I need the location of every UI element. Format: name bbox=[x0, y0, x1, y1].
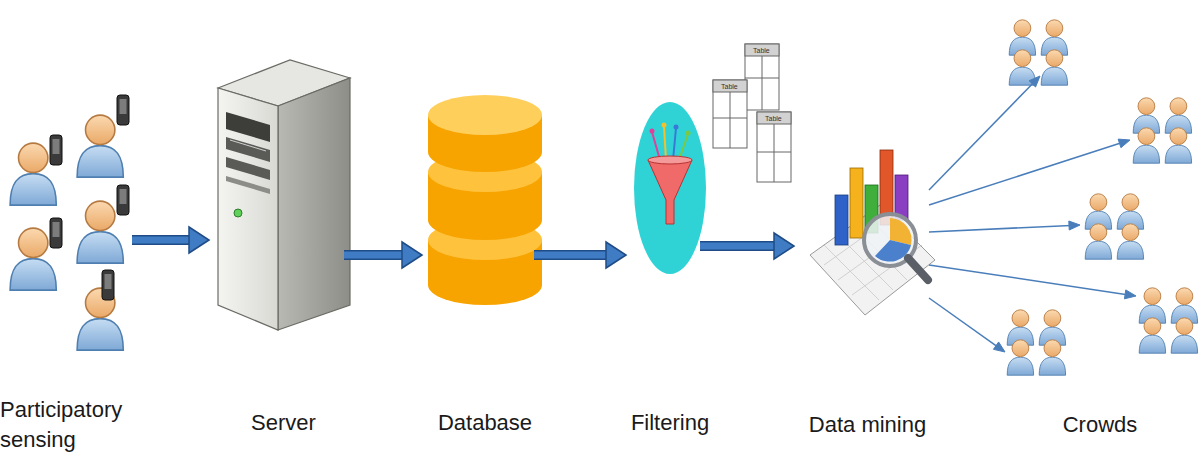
arrow-shaft bbox=[534, 252, 608, 259]
arrow-shaft bbox=[700, 243, 776, 250]
arrow-shaft-outline bbox=[700, 241, 776, 251]
arrow-head bbox=[1069, 221, 1080, 230]
sensing-node: Participatory sensing bbox=[5, 95, 140, 345]
distribution-arrow bbox=[929, 76, 1040, 190]
data-mining-node: Data mining bbox=[800, 140, 935, 318]
distribution-arrow bbox=[929, 265, 1136, 299]
arrow-head bbox=[606, 242, 626, 268]
arrow-shaft bbox=[929, 143, 1121, 205]
crowds-node: Crowds bbox=[1000, 15, 1200, 377]
node-caption: Participatory sensing bbox=[0, 395, 160, 454]
filter-node: Filtering bbox=[632, 100, 708, 276]
database-illustration bbox=[428, 95, 542, 305]
table-label: Table bbox=[765, 115, 782, 122]
node-caption: Filtering bbox=[631, 408, 709, 438]
node-caption: Database bbox=[438, 408, 532, 438]
table-label: Table bbox=[721, 83, 738, 90]
flow-arrow bbox=[700, 233, 794, 259]
arrow-head bbox=[774, 233, 794, 259]
arrow-shaft bbox=[132, 237, 191, 244]
participants-illustration bbox=[10, 95, 129, 350]
flow-arrow bbox=[534, 242, 626, 268]
arrow-shaft-outline bbox=[534, 250, 608, 260]
data-mining-illustration bbox=[810, 150, 935, 315]
arrow-shaft-outline bbox=[132, 235, 191, 245]
flow-arrow bbox=[132, 227, 209, 253]
table-label: Table bbox=[753, 47, 770, 54]
distribution-arrow bbox=[929, 139, 1130, 205]
database-node: Database bbox=[428, 95, 542, 307]
arrow-shaft bbox=[929, 298, 998, 347]
node-caption: Crowds bbox=[1063, 410, 1138, 440]
arrow-head bbox=[1118, 139, 1130, 148]
arrow-shaft bbox=[344, 252, 404, 259]
flow-arrow bbox=[344, 242, 422, 268]
arrow-shaft bbox=[929, 265, 1127, 295]
distribution-arrow bbox=[929, 221, 1080, 232]
arrow-head bbox=[993, 342, 1005, 352]
server-illustration bbox=[218, 60, 350, 330]
arrow-head bbox=[1029, 76, 1040, 87]
arrow-head bbox=[1124, 290, 1136, 299]
server-node: Server bbox=[215, 55, 352, 332]
filter-illustration bbox=[634, 102, 706, 274]
node-caption: Data mining bbox=[809, 410, 926, 440]
table-icons bbox=[713, 44, 791, 182]
node-caption: Server bbox=[251, 408, 316, 438]
arrow-shaft-outline bbox=[344, 250, 404, 260]
distribution-arrow bbox=[929, 298, 1005, 352]
arrow-head bbox=[189, 227, 209, 253]
crowds-illustration bbox=[1007, 20, 1197, 375]
arrow-head bbox=[402, 242, 422, 268]
arrow-shaft bbox=[929, 225, 1071, 232]
arrow-shaft bbox=[929, 82, 1034, 190]
